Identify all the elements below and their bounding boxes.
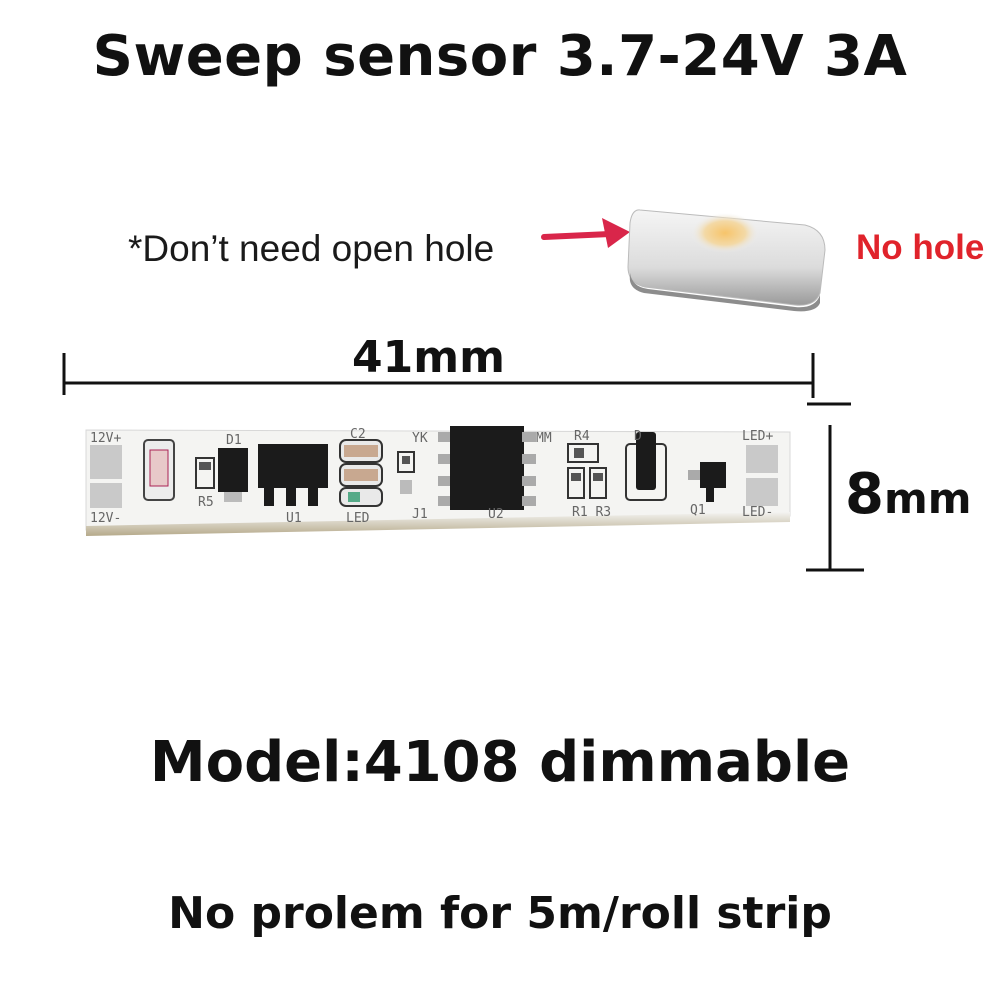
no-hole-note: *Don’t need open hole: [128, 228, 495, 269]
silk-c2: C2: [350, 427, 366, 442]
silk-mm: MM: [536, 431, 552, 446]
silk-q1: Q1: [690, 503, 706, 518]
resistor-group: [567, 443, 607, 499]
height-label: 8mm: [845, 462, 972, 527]
silk-led: LED: [346, 511, 370, 526]
footer-note: No prolem for 5m/roll strip: [168, 888, 832, 939]
length-label: 41mm: [352, 332, 505, 383]
height-unit: mm: [883, 474, 972, 523]
height-dimension-line: [806, 425, 864, 572]
silk-u2: U2: [488, 507, 504, 522]
silk-r1-r3: R1 R3: [572, 505, 611, 520]
led-plus-pad: [746, 445, 778, 473]
pcb-board: 12V+ 12V- D1 R5 U1 C2 LED YK J1 U2 MM R4…: [85, 426, 791, 536]
silk-r4: R4: [574, 429, 590, 444]
vin-minus-pad: [90, 483, 122, 508]
silk-j1: J1: [412, 507, 428, 522]
q1-transistor: [700, 462, 726, 488]
u1-regulator: [258, 444, 328, 488]
red-arrow-icon: [541, 218, 630, 248]
led-minus-pad: [746, 478, 778, 506]
silk-12v-minus: 12V-: [90, 511, 121, 526]
silk-12v-plus: 12V+: [90, 431, 121, 446]
page-title: Sweep sensor 3.7-24V 3A: [92, 24, 908, 89]
aluminum-profile-image: [627, 209, 826, 312]
no-hole-label: No hole: [856, 228, 985, 267]
vin-plus-pad: [90, 445, 122, 479]
c2-led-cluster: [339, 439, 383, 507]
silk-yk: YK: [412, 431, 428, 446]
silk-led-minus: LED-: [742, 505, 773, 520]
silk-d1: D1: [226, 433, 242, 448]
d1-diode: [218, 448, 248, 492]
u2-chip: [438, 426, 536, 510]
silk-led-plus: LED+: [742, 429, 773, 444]
silk-d: D: [634, 429, 642, 444]
silk-r5: R5: [198, 495, 214, 510]
model-label: Model:4108 dimmable: [149, 730, 851, 795]
silk-u1: U1: [286, 511, 302, 526]
height-number: 8: [845, 462, 884, 527]
length-dimension-line: [62, 353, 851, 406]
